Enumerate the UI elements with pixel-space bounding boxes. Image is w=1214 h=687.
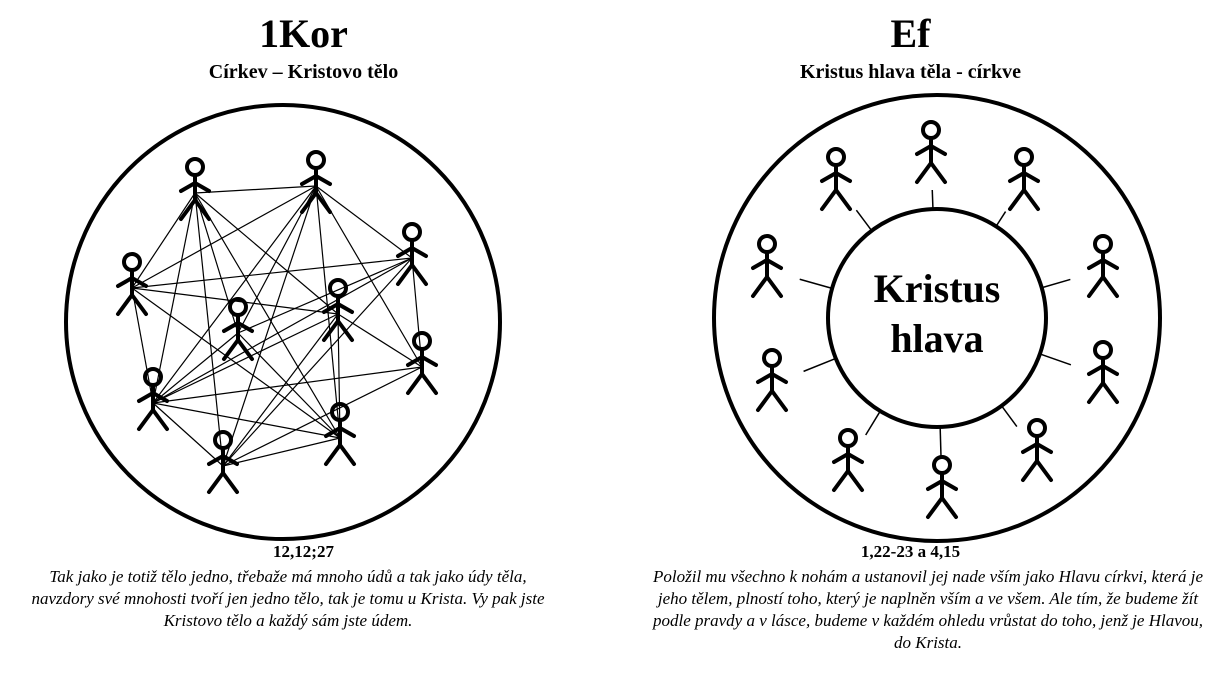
right-title: Ef	[890, 11, 931, 56]
left-quote: Tak jako je totiž tělo jedno, třebaže má…	[31, 567, 545, 630]
stick-figure-icon	[1008, 147, 1040, 211]
stick-figure-icon	[820, 147, 852, 211]
stick-figure-icon	[300, 150, 332, 214]
head-link	[1041, 278, 1071, 289]
stick-figure-icon	[179, 157, 211, 221]
church-circle	[712, 93, 1162, 543]
christ-head-diagram: Kristus hlava	[712, 93, 1162, 543]
stick-figure-icon	[1021, 418, 1053, 482]
member-link	[131, 185, 317, 289]
member-link	[152, 313, 339, 404]
member-link	[152, 402, 224, 467]
head-link	[1039, 353, 1072, 366]
left-subtitle: Církev – Kristovo tělo	[208, 61, 399, 83]
right-quote: Položil mu všechno k nohám a ustanovil j…	[653, 567, 1204, 652]
head-link	[939, 426, 942, 458]
member-link	[337, 313, 423, 368]
member-link	[222, 257, 413, 467]
stick-figure-icon	[926, 455, 958, 519]
stick-figure-icon	[324, 402, 356, 466]
stick-figure-icon	[137, 367, 169, 431]
member-link	[237, 257, 413, 334]
member-link	[131, 257, 413, 289]
head-link	[931, 189, 934, 210]
stick-figure-icon	[756, 348, 788, 412]
member-link	[152, 402, 341, 439]
stick-figure-icon	[222, 297, 254, 361]
right-panel: Ef Kristus hlava těla - církve Kristus h…	[607, 0, 1214, 687]
stick-figure-icon	[322, 278, 354, 342]
head-link	[995, 211, 1007, 227]
member-link	[152, 185, 317, 404]
member-link	[194, 192, 339, 315]
member-link	[222, 366, 423, 467]
head-links	[799, 189, 1072, 458]
right-reference: 1,22-23 a 4,15	[860, 542, 961, 561]
member-link	[131, 192, 196, 289]
member-figures	[751, 120, 1119, 519]
member-links	[131, 185, 423, 467]
member-link	[152, 192, 196, 404]
member-link	[222, 313, 339, 467]
left-reference: 12,12;27	[273, 542, 334, 561]
left-panel: 1Kor Církev – Kristovo tělo 12,12;27 Tak…	[31, 11, 545, 631]
head-link	[865, 410, 881, 436]
member-link	[152, 332, 239, 404]
head-link	[803, 357, 837, 373]
stick-figure-icon	[116, 252, 148, 316]
head-link	[855, 209, 873, 232]
stick-figure-icon	[751, 234, 783, 298]
member-link	[194, 185, 317, 194]
center-label-line1: Kristus	[874, 266, 1001, 311]
stick-figure-icon	[915, 120, 947, 184]
stick-figure-icon	[832, 428, 864, 492]
right-subtitle: Kristus hlava těla - církve	[799, 61, 1022, 83]
member-link	[152, 366, 423, 404]
head-link	[799, 278, 833, 290]
church-network-diagram	[64, 103, 502, 541]
member-link	[315, 185, 413, 259]
member-link	[222, 437, 341, 467]
stick-figure-icon	[1087, 234, 1119, 298]
stick-figure-icon	[207, 430, 239, 494]
member-link	[194, 192, 224, 467]
body-circle	[64, 103, 502, 541]
member-link	[194, 192, 341, 439]
member-figures	[116, 150, 438, 494]
left-title: 1Kor	[259, 11, 348, 56]
member-link	[237, 332, 341, 439]
stick-figure-icon	[406, 331, 438, 395]
christ-head-circle	[826, 207, 1048, 429]
head-link	[1000, 405, 1018, 428]
member-link	[337, 313, 341, 439]
member-link	[152, 257, 413, 404]
center-label-line2: hlava	[890, 316, 983, 361]
stick-figure-icon	[1087, 340, 1119, 404]
stick-figure-icon	[396, 222, 428, 286]
